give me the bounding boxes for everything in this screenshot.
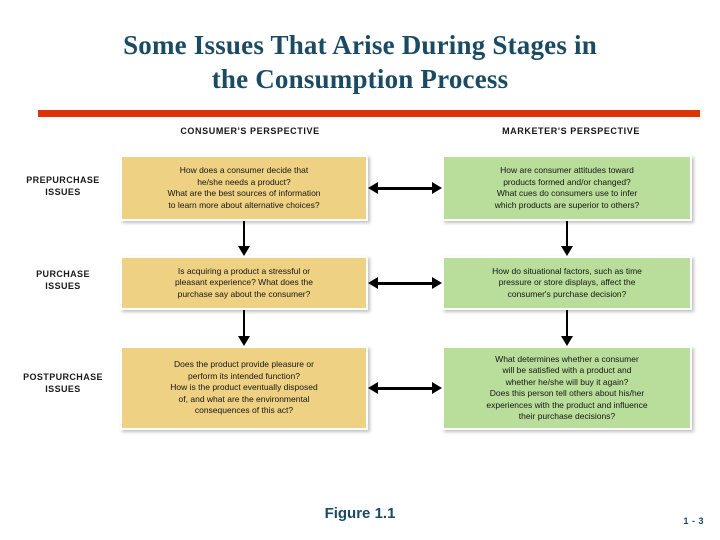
arrowhead-down [238, 336, 250, 346]
title-underline-rule [38, 110, 700, 117]
figure-caption: Figure 1.1 [324, 505, 396, 522]
arrowhead-down [561, 336, 573, 346]
row-label-prepurchase-line-1: PREPURCHASE [26, 175, 100, 185]
node-purchase-marketer-text: How do situational factors, such as time… [492, 265, 642, 299]
column-header-marketer: MARKETER'S PERSPECTIVE [502, 126, 640, 136]
arrowhead-down [561, 246, 573, 256]
arrowhead-left [368, 382, 378, 394]
arrow-shaft [376, 282, 434, 285]
page-number: 1 - 3 [683, 516, 704, 526]
arrowhead-right [432, 277, 442, 289]
row-label-purchase-line-2: ISSUES [45, 281, 81, 291]
arrow-prepurchase-bidirectional [368, 182, 442, 194]
page-title: Some Issues That Arise During Stages in … [0, 28, 720, 96]
arrow-shaft [376, 387, 434, 390]
arrow-shaft [242, 310, 246, 337]
page-title-line-1: Some Issues That Arise During Stages in [123, 30, 597, 60]
row-label-postpurchase-line-2: ISSUES [45, 384, 81, 394]
arrowhead-left [368, 182, 378, 194]
arrowhead-right [432, 182, 442, 194]
arrow-purchase-bidirectional [368, 277, 442, 289]
arrow-marketer-purchase-to-post [561, 310, 573, 346]
row-label-prepurchase-line-2: ISSUES [45, 187, 81, 197]
arrowhead-left [368, 277, 378, 289]
page-title-line-2: the Consumption Process [211, 64, 509, 94]
arrow-shaft [565, 221, 569, 247]
arrow-consumer-pre-to-purchase [238, 221, 250, 256]
row-label-postpurchase: POSTPURCHASE ISSUES [8, 371, 118, 395]
arrowhead-down [238, 246, 250, 256]
row-label-prepurchase: PREPURCHASE ISSUES [8, 174, 118, 198]
arrow-shaft [376, 187, 434, 190]
node-purchase-marketer: How do situational factors, such as time… [442, 256, 692, 310]
row-label-postpurchase-line-1: POSTPURCHASE [23, 372, 103, 382]
column-header-consumer: CONSUMER'S PERSPECTIVE [180, 126, 320, 136]
arrow-postpurchase-bidirectional [368, 382, 442, 394]
consumption-process-figure: CONSUMER'S PERSPECTIVE MARKETER'S PERSPE… [0, 126, 720, 456]
arrowhead-right [432, 382, 442, 394]
arrow-shaft [242, 221, 246, 247]
arrow-consumer-purchase-to-post [238, 310, 250, 346]
arrow-shaft [565, 310, 569, 337]
arrow-marketer-pre-to-purchase [561, 221, 573, 256]
row-label-purchase-line-1: PURCHASE [36, 269, 90, 279]
row-label-purchase: PURCHASE ISSUES [8, 268, 118, 292]
